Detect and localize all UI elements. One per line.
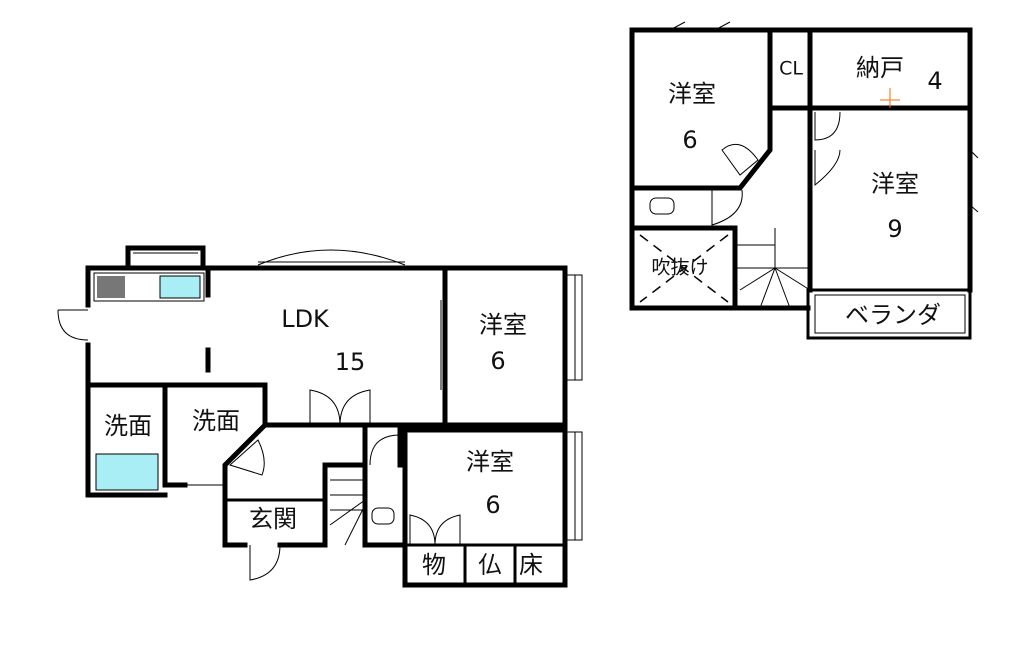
bathtub bbox=[95, 453, 159, 491]
kitchen-counter bbox=[93, 272, 205, 302]
stairs-upper bbox=[735, 228, 811, 309]
label-entrance: 玄関 bbox=[249, 505, 297, 533]
kitchen-window-bay bbox=[125, 245, 206, 271]
label-storage: 物 bbox=[422, 551, 446, 579]
label-room-east: 洋室 bbox=[479, 311, 527, 339]
wall-upper-outer bbox=[629, 27, 973, 311]
ground-floor bbox=[57, 245, 583, 588]
label-ldk: LDK bbox=[281, 305, 330, 333]
sink-icon bbox=[159, 275, 201, 299]
label-washroom-bath: 洗面 bbox=[104, 412, 152, 440]
label-storeroom: 納戸 bbox=[856, 54, 904, 82]
wall-entrance bbox=[222, 421, 408, 548]
label-ldk-size: 15 bbox=[335, 348, 366, 376]
wall-room-west bbox=[629, 27, 773, 191]
label-upper-room-east-size: 9 bbox=[887, 215, 902, 243]
label-alcove: 床 bbox=[519, 551, 543, 579]
stairs-ground bbox=[329, 479, 366, 546]
side-door bbox=[57, 309, 89, 341]
label-upper-room-west: 洋室 bbox=[668, 80, 716, 108]
wall-ldk-right bbox=[262, 265, 448, 428]
wall-room-south bbox=[402, 427, 568, 588]
label-washroom: 洗面 bbox=[192, 407, 240, 435]
ldk-double-door bbox=[309, 389, 371, 426]
atrium-cross bbox=[639, 234, 729, 303]
room-east-window bbox=[565, 274, 583, 381]
toilet-icon-upper bbox=[649, 197, 675, 215]
stove-icon bbox=[97, 276, 125, 298]
label-closet: CL bbox=[779, 58, 803, 80]
wall-left bbox=[85, 265, 168, 498]
washroom-door bbox=[229, 439, 265, 476]
label-storeroom-size: 4 bbox=[927, 67, 942, 95]
label-room-east-size: 6 bbox=[490, 347, 505, 375]
wall-upper-toilet bbox=[629, 225, 738, 311]
wall-room-east bbox=[442, 377, 568, 428]
wall-top bbox=[85, 265, 568, 383]
entrance-door bbox=[249, 544, 281, 581]
wall-closet-row bbox=[403, 543, 567, 587]
upper-floor bbox=[629, 21, 979, 340]
label-room-south: 洋室 bbox=[466, 448, 514, 476]
label-altar: 仏 bbox=[478, 551, 502, 579]
wall-bath bbox=[85, 382, 268, 488]
toilet-icon bbox=[371, 507, 395, 525]
label-atrium: 吹抜け bbox=[651, 257, 708, 279]
label-upper-room-west-size: 6 bbox=[682, 126, 697, 154]
ldk-bay-window bbox=[257, 249, 406, 266]
label-room-south-size: 6 bbox=[485, 491, 500, 519]
label-balcony: ベランダ bbox=[845, 301, 941, 329]
label-upper-room-east: 洋室 bbox=[871, 170, 919, 198]
balcony-outline bbox=[806, 288, 972, 340]
room-south-window bbox=[565, 431, 583, 541]
wall-toilet bbox=[362, 427, 403, 468]
